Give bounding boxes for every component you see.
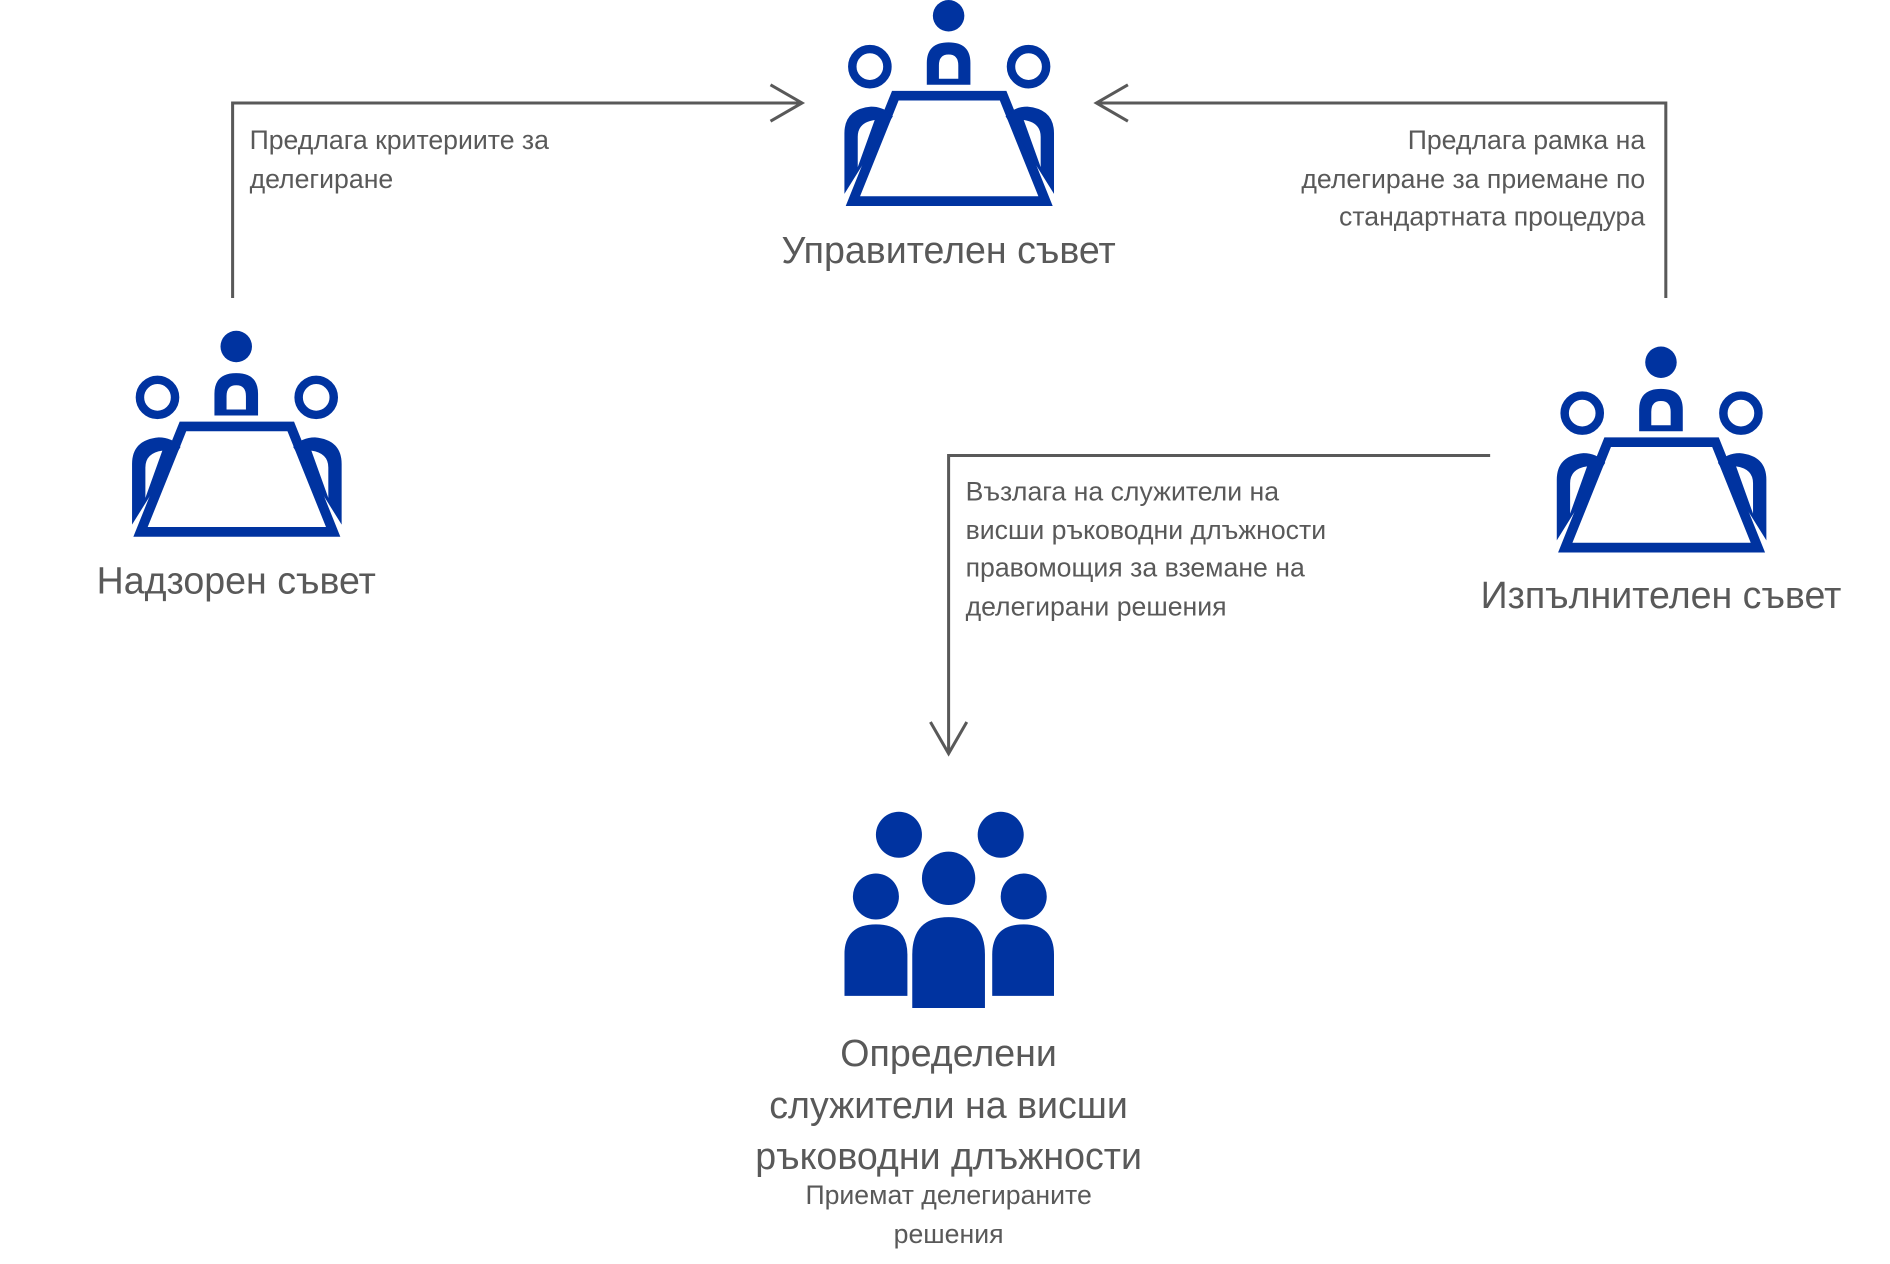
executive-board-icon — [1557, 346, 1767, 554]
edge-label-line: Възлага на служители на — [965, 476, 1280, 507]
edge-label-executive-management: Предлага рамка на делегиране за приемане… — [1301, 121, 1645, 235]
senior-staff-label: Определени служители на висши ръководни … — [755, 1029, 1142, 1183]
executive-board-label: Изпълнителен съвет — [1480, 574, 1842, 617]
arrowhead-down-icon — [929, 721, 969, 757]
edge-label-line: висши ръководни длъжности — [965, 514, 1327, 545]
senior-staff-sublabel-line: Приемат делегираните — [805, 1180, 1092, 1211]
arrowhead-left-icon — [1093, 83, 1129, 123]
management-board-icon — [844, 0, 1054, 208]
senior-staff-label-line: служители на висши — [769, 1083, 1128, 1127]
edge-label-line: делегиране — [249, 162, 394, 194]
edge-label-line: Предлага рамка на — [1407, 124, 1646, 156]
supervisory-board-label: Надзорен съвет — [96, 559, 376, 603]
edge-label-line: стандартната процедура — [1339, 201, 1646, 232]
management-board-label: Управителен съвет — [781, 228, 1116, 272]
edge-label-line: правомощия за вземане на — [965, 552, 1305, 583]
senior-staff-sublabel: Приемат делегираните решения — [805, 1176, 1091, 1252]
supervisory-board-icon — [132, 331, 342, 539]
senior-staff-label-line: Определени — [840, 1032, 1057, 1075]
edge-label-line: Предлага критериите за — [249, 124, 549, 156]
arrow-executive-to-management — [1096, 101, 1668, 299]
arrow-executive-to-staff — [947, 454, 1491, 754]
arrow-supervisory-to-management — [231, 101, 803, 299]
senior-staff-group-icon — [844, 811, 1055, 1008]
senior-staff-sublabel-line: решения — [893, 1218, 1004, 1249]
edge-label-line: делегиране за приемане по — [1301, 162, 1646, 194]
edge-label-supervisory: Предлага критериите за делегиране — [250, 121, 549, 197]
edge-label-line: делегирани решения — [965, 590, 1227, 621]
senior-staff-label-line: ръководни длъжности — [755, 1135, 1142, 1178]
arrowhead-right-icon — [769, 83, 806, 123]
edge-label-executive-staff: Възлага на служители на висши ръководни … — [966, 472, 1327, 625]
